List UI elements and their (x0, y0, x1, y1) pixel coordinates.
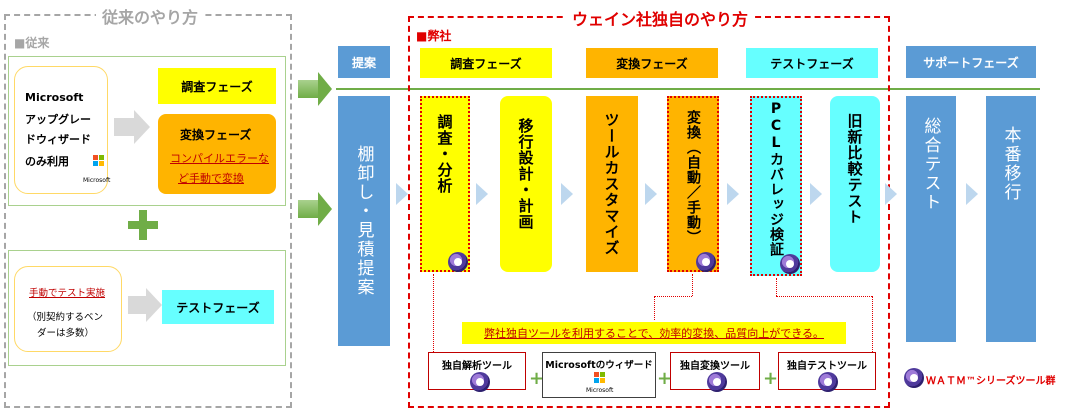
green-arrowhead-upper (318, 72, 332, 106)
manual-line1: 手動でテスト実施 (29, 288, 106, 299)
flow-arrow-3 (561, 183, 573, 205)
tool-test-label: 独自テストツール (787, 360, 867, 372)
gear-icon (707, 372, 727, 392)
gear-icon (470, 372, 490, 392)
step-henkan-label: 変換（自動／手動） (685, 109, 701, 245)
connector-pcl-v (872, 296, 873, 352)
watm-legend: ＷＡＴＭ™シリーズツール群 (926, 376, 1056, 387)
step-sogo: 総合テスト (906, 96, 956, 342)
traditional-title: 従来のやり方 (96, 4, 205, 28)
flow-arrow-8 (966, 183, 978, 205)
flow-arrow-5 (727, 183, 739, 205)
step-henkan: 変換（自動／手動） (667, 96, 719, 272)
step-kyushin: 旧新比較テスト (830, 96, 880, 272)
gear-icon (904, 368, 924, 388)
ms-logo-text: Microsoft (83, 177, 111, 184)
plus-icon: + (529, 368, 545, 389)
gear-icon (696, 252, 716, 272)
green-arrow-lower (298, 200, 318, 218)
flow-arrow-6 (810, 183, 822, 205)
manual-test-box: 手動でテスト実施 （別契約するベン ダーは多数） (14, 266, 122, 352)
connector-henkan-v (654, 296, 655, 320)
gear-icon (448, 252, 468, 272)
connector-henkan-h (654, 296, 692, 297)
microsoft-logo-icon (594, 372, 606, 384)
trad-convert-phase: 変換フェーズ コンパイルエラーな ど手動で変換 (158, 114, 276, 194)
wayne-legend: ■弊社 (416, 29, 452, 43)
tool-ms-logo-text: Microsoft (586, 387, 614, 394)
plus-icon: + (763, 368, 779, 389)
step-pcl: PCLカバレッジ検証 (750, 96, 802, 276)
step-tanaoroshi: 棚卸し・見積提案 (338, 96, 390, 346)
flow-arrow-4 (645, 183, 657, 205)
step-chosa: 調査・分析 (420, 96, 470, 272)
trad-convert-note1: コンパイルエラーな (170, 152, 269, 165)
step-honban-label: 本番移行 (1000, 126, 1021, 202)
traditional-arrow-1 (114, 118, 134, 136)
green-plus-icon (128, 210, 158, 240)
step-chosa-label: 調査・分析 (435, 114, 454, 194)
gear-icon (818, 372, 838, 392)
step-sogo-label: 総合テスト (920, 116, 941, 212)
header-convert: 変換フェーズ (586, 48, 718, 78)
step-kyushin-label: 旧新比較テスト (845, 113, 864, 225)
flow-arrow-7 (885, 183, 897, 205)
step-tool-custom-label: ツールカスタマイズ (602, 112, 621, 256)
step-pcl-label: PCLカバレッジ検証 (768, 101, 784, 257)
flow-arrow-1 (396, 183, 408, 205)
ms-line3: ドウィザード (25, 133, 91, 146)
plus-icon: + (657, 368, 673, 389)
traditional-arrow-2 (128, 296, 146, 314)
step-tanaoroshi-label: 棚卸し・見積提案 (353, 145, 374, 297)
flow-arrow-2 (476, 183, 488, 205)
connector-pcl-h (776, 296, 872, 297)
ms-line1: Microsoft (25, 91, 84, 104)
trad-survey-phase: 調査フェーズ (158, 68, 276, 104)
step-iko: 移行設計・計画 (500, 96, 552, 272)
trad-convert-title: 変換フェーズ (180, 128, 252, 142)
manual-line3: ダーは多数） (37, 328, 95, 339)
traditional-lower-frame (8, 250, 286, 366)
microsoft-logo-icon (93, 155, 105, 167)
header-test: テストフェーズ (746, 48, 878, 78)
step-iko-label: 移行設計・計画 (516, 118, 535, 230)
connector-pcl (776, 278, 777, 296)
tool-convert-label: 独自変換ツール (680, 360, 750, 372)
gear-icon (780, 254, 800, 274)
traditional-arrowhead-1 (134, 110, 150, 144)
wayne-title: ウェイン社独自のやり方 (566, 6, 755, 30)
green-arrowhead-lower (318, 192, 332, 226)
manual-line2: （別契約するベン (27, 312, 104, 323)
phase-divider-line (336, 88, 1040, 90)
connector-chosa (433, 274, 434, 360)
ms-line2: アップグレー (25, 113, 91, 126)
wayne-frame (408, 16, 890, 408)
header-proposal: 提案 (338, 46, 390, 78)
tool-ms-wizard: Microsoftのウィザード (542, 352, 656, 398)
header-survey: 調査フェーズ (420, 48, 552, 78)
tool-analysis-label: 独自解析ツール (442, 360, 512, 372)
step-honban: 本番移行 (986, 96, 1036, 342)
step-tool-custom: ツールカスタマイズ (586, 96, 638, 272)
ms-line4: のみ利用 (25, 155, 69, 168)
tool-banner: 弊社独自ツールを利用することで、効率的変換、品質向上ができる。 (462, 322, 846, 344)
tool-ms-wizard-label: Microsoftのウィザード (545, 360, 653, 371)
traditional-arrowhead-2 (146, 288, 162, 322)
traditional-legend: ■従来 (14, 36, 50, 50)
green-arrow-upper (298, 80, 318, 98)
ms-wizard-only-box: Microsoft アップグレー ドウィザード のみ利用 Microsoft (14, 66, 111, 194)
trad-test-phase: テストフェーズ (162, 290, 274, 324)
traditional-upper-frame (8, 56, 286, 206)
connector-henkan (692, 274, 693, 296)
trad-convert-note2: ど手動で変換 (178, 172, 244, 185)
header-support: サポートフェーズ (906, 46, 1036, 78)
